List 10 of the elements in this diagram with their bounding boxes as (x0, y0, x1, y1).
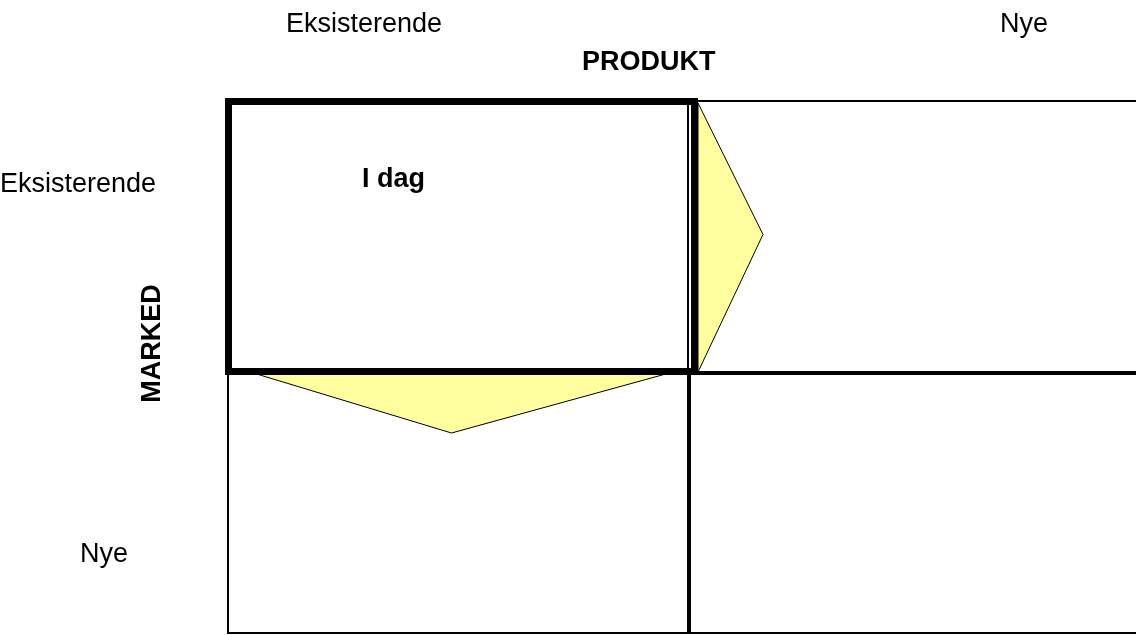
axis-title: PRODUKT (582, 46, 716, 77)
axis-category: Eksisterende (0, 168, 157, 199)
chevron-arrow (697, 102, 764, 373)
highlighted-box (225, 98, 698, 375)
axis-category: Eksisterende (286, 8, 443, 39)
axis-category: Nye (80, 538, 128, 569)
matrix-cell (687, 371, 1136, 634)
axis-title: MARKED (135, 284, 167, 403)
cell-title: I dag (362, 163, 425, 194)
axis-category: Nye (1000, 8, 1048, 39)
